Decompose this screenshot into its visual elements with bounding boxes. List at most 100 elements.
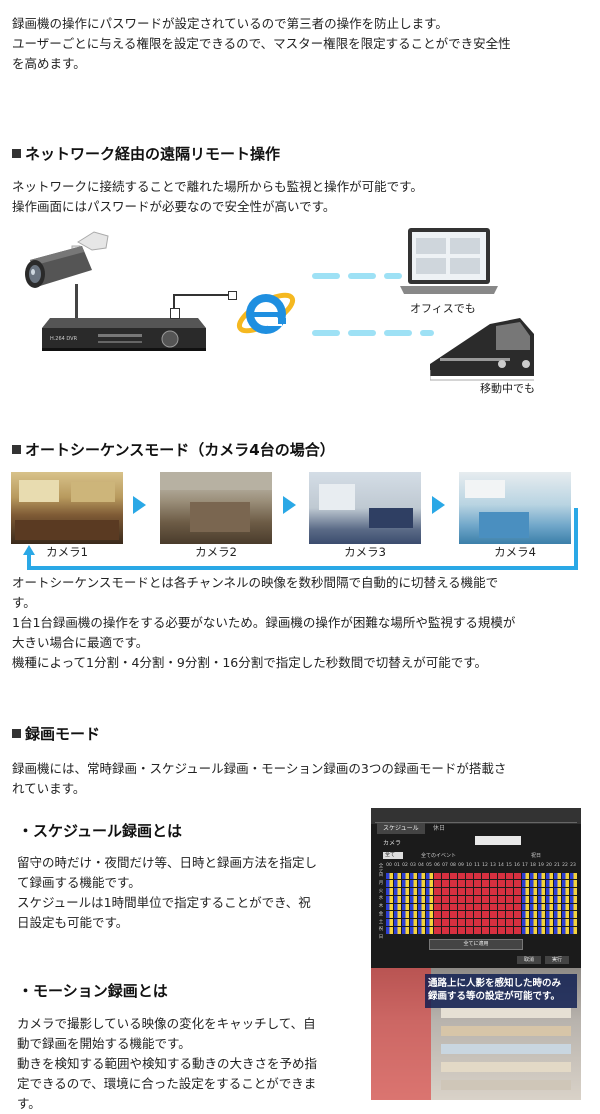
schedule-cell[interactable]	[497, 872, 505, 880]
schedule-cell[interactable]	[489, 919, 497, 926]
schedule-cell[interactable]	[409, 880, 417, 887]
schedule-cell[interactable]	[537, 919, 545, 926]
schedule-cell[interactable]	[545, 903, 553, 911]
schedule-cell[interactable]	[561, 911, 569, 918]
schedule-cell[interactable]	[545, 888, 553, 895]
schedule-cell[interactable]	[561, 919, 569, 926]
schedule-cell[interactable]	[417, 872, 425, 880]
schedule-cell[interactable]	[529, 880, 537, 887]
schedule-cell[interactable]	[401, 903, 409, 911]
schedule-cell[interactable]	[417, 911, 425, 918]
schedule-cell[interactable]	[497, 895, 505, 903]
schedule-cell[interactable]	[569, 926, 577, 934]
schedule-cell[interactable]	[529, 919, 537, 926]
schedule-cell[interactable]	[513, 880, 521, 887]
schedule-cell[interactable]	[529, 895, 537, 903]
schedule-cell[interactable]	[401, 919, 409, 926]
schedule-cell[interactable]	[561, 895, 569, 903]
schedule-cell[interactable]	[537, 911, 545, 918]
schedule-cell[interactable]	[425, 911, 433, 918]
schedule-cell[interactable]	[409, 888, 417, 895]
schedule-cell[interactable]	[481, 903, 489, 911]
schedule-cell[interactable]	[513, 926, 521, 934]
schedule-cell[interactable]	[433, 926, 441, 934]
schedule-cell[interactable]	[457, 895, 465, 903]
schedule-cell[interactable]	[457, 911, 465, 918]
schedule-cell[interactable]	[505, 888, 513, 895]
schedule-cell[interactable]	[537, 888, 545, 895]
execute-button[interactable]: 実行	[545, 956, 569, 964]
schedule-cell[interactable]	[409, 895, 417, 903]
schedule-grid[interactable]: 日月火水木金土祝日	[377, 872, 577, 940]
camera-select[interactable]	[475, 836, 521, 845]
schedule-cell[interactable]	[425, 895, 433, 903]
schedule-cell[interactable]	[441, 895, 449, 903]
schedule-cell[interactable]	[465, 888, 473, 895]
schedule-cell[interactable]	[425, 880, 433, 887]
schedule-cell[interactable]	[433, 903, 441, 911]
schedule-cell[interactable]	[513, 895, 521, 903]
schedule-cell[interactable]	[473, 880, 481, 887]
schedule-cell[interactable]	[481, 888, 489, 895]
schedule-cell[interactable]	[457, 880, 465, 887]
schedule-cell[interactable]	[457, 872, 465, 880]
schedule-cell[interactable]	[385, 911, 393, 918]
schedule-cell[interactable]	[513, 911, 521, 918]
schedule-cell[interactable]	[401, 880, 409, 887]
holiday-checkbox[interactable]: 祝日	[531, 853, 542, 859]
schedule-cell[interactable]	[561, 926, 569, 934]
schedule-cell[interactable]	[441, 903, 449, 911]
schedule-cell[interactable]	[393, 911, 401, 918]
schedule-cell[interactable]	[425, 888, 433, 895]
schedule-cell[interactable]	[433, 872, 441, 880]
schedule-cell[interactable]	[393, 903, 401, 911]
schedule-cell[interactable]	[481, 895, 489, 903]
schedule-cell[interactable]	[505, 919, 513, 926]
schedule-cell[interactable]	[545, 872, 553, 880]
schedule-cell[interactable]	[473, 888, 481, 895]
schedule-cell[interactable]	[473, 926, 481, 934]
schedule-cell[interactable]	[545, 895, 553, 903]
all-select[interactable]: 全て	[383, 852, 403, 859]
schedule-cell[interactable]	[569, 919, 577, 926]
tab-schedule[interactable]: スケジュール	[377, 823, 425, 834]
schedule-cell[interactable]	[561, 888, 569, 895]
schedule-cell[interactable]	[449, 911, 457, 918]
schedule-cell[interactable]	[537, 903, 545, 911]
schedule-cell[interactable]	[401, 926, 409, 934]
schedule-cell[interactable]	[409, 911, 417, 918]
schedule-cell[interactable]	[569, 903, 577, 911]
schedule-cell[interactable]	[505, 903, 513, 911]
schedule-cell[interactable]	[505, 872, 513, 880]
schedule-cell[interactable]	[529, 911, 537, 918]
schedule-cell[interactable]	[449, 919, 457, 926]
schedule-cell[interactable]	[449, 895, 457, 903]
schedule-cell[interactable]	[393, 888, 401, 895]
schedule-cell[interactable]	[417, 880, 425, 887]
schedule-cell[interactable]	[497, 926, 505, 934]
schedule-cell[interactable]	[497, 919, 505, 926]
schedule-cell[interactable]	[441, 919, 449, 926]
schedule-cell[interactable]	[465, 926, 473, 934]
schedule-cell[interactable]	[401, 872, 409, 880]
cancel-button[interactable]: 取消	[517, 956, 541, 964]
schedule-cell[interactable]	[529, 888, 537, 895]
schedule-cell[interactable]	[449, 926, 457, 934]
schedule-cell[interactable]	[497, 911, 505, 918]
schedule-cell[interactable]	[513, 888, 521, 895]
schedule-cell[interactable]	[441, 926, 449, 934]
schedule-cell[interactable]	[401, 888, 409, 895]
schedule-cell[interactable]	[537, 880, 545, 887]
schedule-cell[interactable]	[481, 872, 489, 880]
schedule-cell[interactable]	[417, 888, 425, 895]
schedule-cell[interactable]	[553, 911, 561, 918]
schedule-cell[interactable]	[481, 911, 489, 918]
schedule-cell[interactable]	[393, 919, 401, 926]
schedule-cell[interactable]	[393, 926, 401, 934]
schedule-cell[interactable]	[441, 888, 449, 895]
schedule-cell[interactable]	[513, 919, 521, 926]
schedule-cell[interactable]	[409, 872, 417, 880]
schedule-cell[interactable]	[553, 888, 561, 895]
schedule-cell[interactable]	[457, 919, 465, 926]
apply-all-button[interactable]: 全てに適用	[429, 939, 523, 950]
